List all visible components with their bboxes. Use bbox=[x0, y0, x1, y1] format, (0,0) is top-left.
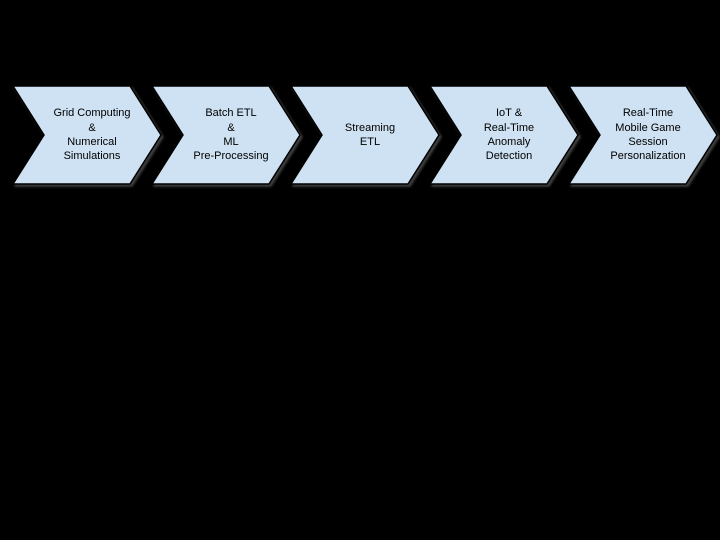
process-step-streaming-etl: Streaming ETL bbox=[290, 85, 440, 185]
chevron-shape bbox=[290, 85, 440, 185]
process-step-label: Batch ETL & ML Pre-Processing bbox=[193, 107, 269, 163]
process-step-grid-computing: Grid Computing & Numerical Simulations bbox=[12, 85, 162, 185]
process-step-label: Grid Computing & Numerical Simulations bbox=[53, 107, 131, 163]
process-step-label: Streaming ETL bbox=[344, 121, 396, 148]
chevron-shape bbox=[429, 85, 579, 185]
process-step-label: IoT & Real-Time Anomaly Detection bbox=[483, 107, 535, 163]
chevron-shape bbox=[12, 85, 162, 185]
process-flow-diagram: Grid Computing & Numerical Simulations B… bbox=[0, 85, 720, 185]
process-step-iot-anomaly-detection: IoT & Real-Time Anomaly Detection bbox=[429, 85, 579, 185]
chevron-shape bbox=[151, 85, 301, 185]
process-step-label: Real-Time Mobile Game Session Personaliz… bbox=[610, 107, 686, 163]
process-step-mobile-game-personalization: Real-Time Mobile Game Session Personaliz… bbox=[568, 85, 718, 185]
process-step-batch-etl: Batch ETL & ML Pre-Processing bbox=[151, 85, 301, 185]
chevron-shape bbox=[568, 85, 718, 185]
